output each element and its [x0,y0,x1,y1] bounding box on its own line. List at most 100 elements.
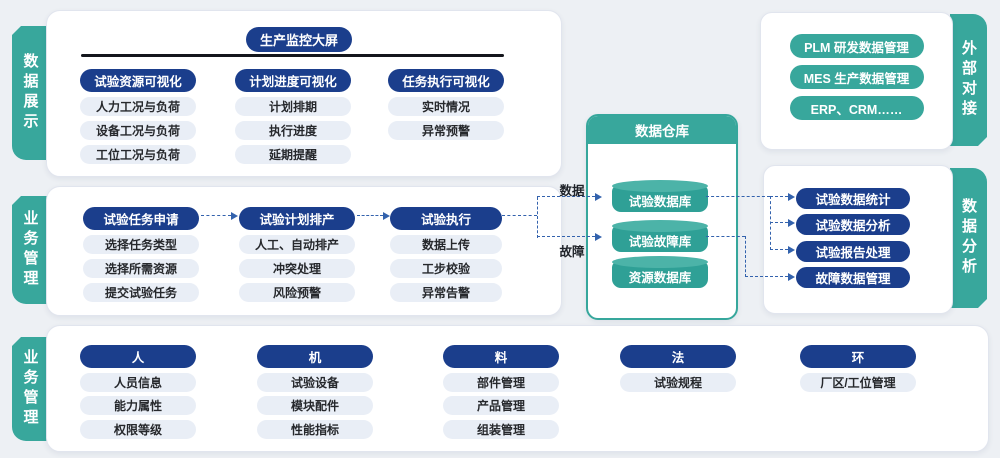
panel-data-warehouse: 数据仓库 试验数据库 试验故障库 资源数据库 [586,114,738,320]
dashed-connector [770,196,771,250]
diagram-node: ERP、CRM…… [789,96,924,120]
dashed-connector [745,276,788,277]
diagram-node: 组装管理 [443,419,559,439]
dashed-connector [706,196,770,197]
arrow-head-icon [788,219,795,227]
arrow-head-icon [383,212,390,220]
diagram-node: MES 生产数据管理 [789,65,924,89]
dashed-connector [502,215,537,216]
panel-data-analysis: 试验数据统计 试验数据分析 试验报告处理 故障数据管理 [763,165,953,314]
diagram-node: 人力工况与负荷 [80,97,196,116]
arrow-head-icon [788,273,795,281]
group-header-pill: 计划进度可视化 [235,69,351,92]
panel-data-display: 生产监控大屏 试验资源可视化 人力工况与负荷 设备工况与负荷 工位工况与负荷 计… [46,10,562,177]
external-systems-list: PLM 研发数据管理 MES 生产数据管理 ERP、CRM…… [761,34,952,120]
panel-business-management: 试验任务申请 选择任务类型 选择所需资源 提交试验任务 试验计划排产 人工、自动… [46,186,562,316]
diagram-node: 冲突处理 [239,259,355,278]
diagram-node: 设备工况与负荷 [80,121,196,140]
diagram-node: 数据上传 [390,235,502,254]
sidebar-tab-label: 数据展示 [21,53,39,133]
arrow-head-icon [595,233,602,241]
diagram-node: 试验设备 [257,372,373,392]
group-header-pill: 机 [257,345,373,368]
diagram-node: 计划排期 [235,97,351,116]
diagram-node: 实时情况 [388,97,504,116]
sidebar-tab-label: 业务管理 [21,349,39,429]
diagram-node: 工步校验 [390,259,502,278]
group-man: 人 人员信息 能力属性 权限等级 [80,345,196,439]
diagram-node: 产品管理 [443,396,559,415]
diagram-node: 异常告警 [390,283,502,302]
diagram-node: 试验数据统计 [796,188,910,209]
group-test-execution: 试验执行 数据上传 工步校验 异常告警 [390,207,502,302]
group-machine: 机 试验设备 模块配件 性能指标 [257,345,373,439]
diagram-node: 试验数据分析 [796,214,910,235]
dashed-connector [537,236,595,237]
group-material: 料 部件管理 产品管理 组装管理 [443,345,559,439]
database-cylinder-test-fault: 试验故障库 [612,220,708,252]
arrow-head-icon [788,193,795,201]
group-test-resource-visualization: 试验资源可视化 人力工况与负荷 设备工况与负荷 工位工况与负荷 [80,69,196,164]
database-cylinder-resource: 资源数据库 [612,256,708,288]
edge-label-fault: 故障 [559,245,585,259]
diagram-node: 提交试验任务 [83,283,199,302]
dashed-connector [201,215,231,216]
diagram-node: PLM 研发数据管理 [789,34,924,58]
arrow-head-icon [788,246,795,254]
group-method: 法 试验规程 [620,345,736,392]
diagram-node: 部件管理 [443,372,559,392]
diagram-node: 试验规程 [620,372,736,392]
database-label: 资源数据库 [628,271,692,285]
divider-line [81,54,504,57]
group-header-pill: 任务执行可视化 [388,69,504,92]
sidebar-tab-label: 数据分析 [960,198,977,278]
arrow-head-icon [595,193,602,201]
dashed-connector [537,196,595,197]
data-warehouse-header: 数据仓库 [588,116,736,144]
sidebar-tab-data-analysis: 数据分析 [950,168,987,308]
monitor-screen-header-pill: 生产监控大屏 [246,27,352,52]
panel-external-integration: PLM 研发数据管理 MES 生产数据管理 ERP、CRM…… [760,12,953,150]
database-label: 试验数据库 [628,195,692,209]
sidebar-tab-label: 业务管理 [21,210,39,290]
sidebar-tab-label: 外部对接 [960,40,977,120]
diagram-node: 性能指标 [257,419,373,439]
dashed-connector [770,249,788,250]
group-environment: 环 厂区/工位管理 [800,345,916,392]
diagram-node: 执行进度 [235,121,351,140]
sidebar-tab-external-integration: 外部对接 [950,14,987,146]
dashed-connector [357,215,383,216]
sidebar-tab-business-management: 业务管理 [12,196,48,304]
diagram-node: 人工、自动排产 [239,235,355,254]
dashed-connector [706,236,745,237]
database-cylinder-test-data: 试验数据库 [612,180,708,212]
group-header-pill: 料 [443,345,559,368]
diagram-node: 模块配件 [257,396,373,415]
diagram-node: 风险预警 [239,283,355,302]
group-header-pill: 试验任务申请 [83,207,199,230]
dashed-connector [770,196,788,197]
diagram-node: 延期提醒 [235,145,351,164]
sidebar-tab-business-management-bottom: 业务管理 [12,337,48,441]
diagram-node: 选择任务类型 [83,235,199,254]
diagram-node: 异常预警 [388,121,504,140]
diagram-node: 厂区/工位管理 [800,372,916,392]
sidebar-tab-data-display: 数据展示 [12,26,48,160]
group-task-execution-visualization: 任务执行可视化 实时情况 异常预警 [388,69,504,140]
group-test-plan-scheduling: 试验计划排产 人工、自动排产 冲突处理 风险预警 [239,207,355,302]
group-header-pill: 环 [800,345,916,368]
group-header-pill: 人 [80,345,196,368]
arrow-head-icon [231,212,238,220]
dashed-connector [745,236,746,277]
diagram-node: 故障数据管理 [796,267,910,288]
group-header-pill: 法 [620,345,736,368]
diagram-node: 能力属性 [80,396,196,415]
diagram-node: 人员信息 [80,372,196,392]
group-header-pill: 试验计划排产 [239,207,355,230]
dashed-connector [770,222,788,223]
edge-label-data: 数据 [559,184,585,198]
database-label: 试验故障库 [628,235,692,249]
dashed-connector [537,197,538,238]
panel-business-elements: 人 人员信息 能力属性 权限等级 机 试验设备 模块配件 性能指标 料 部件管理… [46,325,989,452]
diagram-node: 权限等级 [80,419,196,439]
